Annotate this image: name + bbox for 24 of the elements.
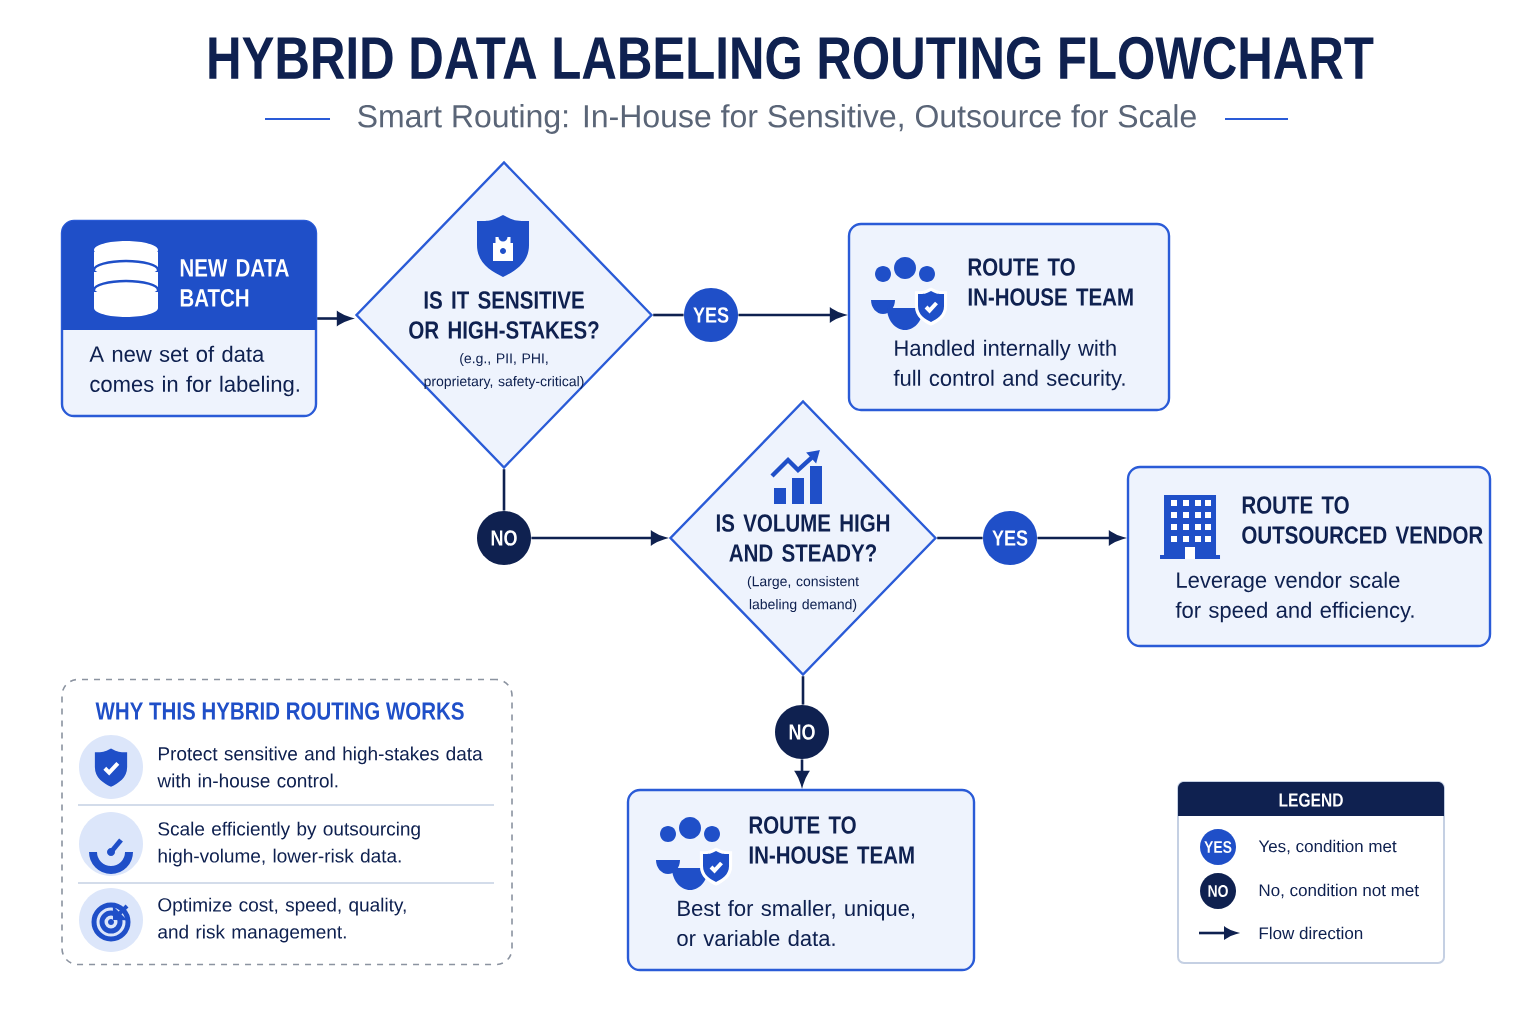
arrow bbox=[531, 531, 666, 545]
subtitle: Smart Routing: In-House for Sensitive, Outsource for Scale bbox=[358, 104, 1196, 134]
arrow bbox=[795, 759, 809, 786]
outcome-box: ROUTE TO IN-HOUSE TEAM Handled internally with full control and security. bbox=[847, 222, 1171, 412]
yes-badge: YES bbox=[684, 288, 738, 342]
connector-line bbox=[937, 536, 983, 540]
legend-badge: YES bbox=[1200, 829, 1236, 865]
connector-line bbox=[801, 676, 805, 705]
yes-badge: YES bbox=[983, 511, 1037, 565]
start-box: NEW DATA BATCH A new set of data comes in for labeling. bbox=[60, 219, 318, 418]
no-badge: NO bbox=[775, 705, 829, 759]
outcome-box: ROUTE TO OUTSOURCED VENDOR Leverage vendor scale for speed and efficiency. bbox=[1126, 465, 1492, 648]
connector-line bbox=[502, 469, 506, 511]
legend-text: Flow direction bbox=[1259, 926, 1363, 940]
arrow bbox=[1037, 531, 1124, 545]
legend-text: No, condition not met bbox=[1259, 883, 1419, 899]
no-badge: NO bbox=[477, 511, 531, 565]
arrow bbox=[738, 308, 845, 322]
info-panel: WHY THIS HYBRID ROUTING WORKS Protect sensitive and high-stakes data with in-house control. Scale efficiently by outsourcing high-volume, lower-risk data. Optimize cost, speed, quality, and risk management. bbox=[61, 678, 513, 966]
title: HYBRID DATA LABELING ROUTING FLOWCHART bbox=[209, 36, 1374, 80]
connector-line bbox=[653, 313, 684, 317]
legend-text: Yes, condition met bbox=[1258, 839, 1397, 855]
outcome-box: ROUTE TO IN-HOUSE TEAM Best for smaller, unique, or variable data. bbox=[626, 788, 976, 972]
legend-badge: NO bbox=[1200, 873, 1236, 909]
